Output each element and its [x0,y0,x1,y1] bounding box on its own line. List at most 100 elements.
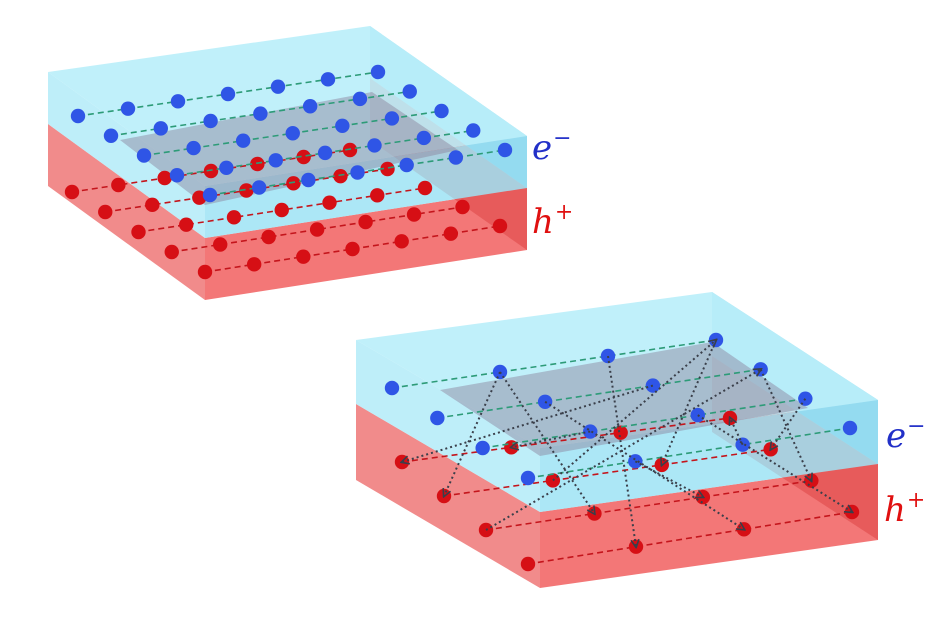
electron-dot-lattice-line [482,397,806,449]
electron-dot [301,172,316,188]
hole-dot [406,207,422,222]
hole-dot [274,202,289,218]
hole-dot [296,249,311,264]
hole-dot-lattice-line [401,417,731,463]
electron-dot [402,84,417,99]
electron-dot [475,440,490,456]
electron-dot [753,362,768,377]
hole-dot [145,197,160,213]
hole-layer-left [48,124,205,300]
hole-dot-lattice-line [443,448,771,497]
hole-dot [520,556,536,572]
hole-dot [203,163,219,179]
electron-dot [120,101,136,116]
hole-dot [111,177,126,193]
hole-dot [226,210,242,225]
electron-layer-top [356,292,878,448]
hole-label-top: h+ [532,200,574,242]
hole-dot [261,229,276,245]
hole-dot [342,142,358,158]
electron-dot [251,180,267,195]
electron-dot [320,72,336,87]
electron-layer-front [540,400,878,512]
hole-dot [613,425,628,440]
hole-dot [64,184,80,200]
scatter-arrow [697,414,852,512]
hole-dot-lattice-line [485,479,812,531]
electron-dot [317,145,333,161]
electron-dot [285,126,300,141]
electron-dot [153,121,168,136]
electron-dot [270,79,286,94]
overlap-region [440,342,808,456]
hole-layer-front [205,188,527,300]
hole-dot [197,264,213,280]
electron-dot [202,187,218,203]
electron-dot [335,118,350,134]
electron-dot [370,64,386,80]
hole-dot [239,183,254,198]
electron-dot [186,140,201,156]
overlap-region [120,92,458,205]
electron-layer-left [48,72,205,238]
electron-dot [235,133,251,148]
hole-dot [345,241,360,257]
electron-dot [367,138,382,153]
hole-dot [309,222,325,237]
electron-dot [842,420,858,436]
electron-dot [430,410,445,426]
electron-dot [253,106,268,121]
electron-dot [520,470,536,486]
hole-dot [157,170,172,186]
hole-dot [164,244,179,260]
electron-dot [268,153,283,168]
hole-dot [333,168,348,184]
electron-dot [434,103,449,119]
electron-label-bottom: e− [886,414,926,456]
electron-dot [690,407,705,423]
ordered-bilayer [48,26,527,300]
hole-dot [131,224,146,240]
hole-dot [380,161,395,177]
electron-dot [70,108,86,124]
electron-dot-lattice-line [437,368,761,419]
electron-dot [136,148,152,163]
electron-dot [384,111,400,126]
hole-dot [296,149,311,165]
hole-dot [179,217,194,232]
electron-dot [219,160,234,175]
hole-layer-front [540,464,878,588]
hole-dot [417,180,433,196]
scatter-arrow [771,398,807,450]
electron-dot [466,123,481,138]
scatter-arrow [402,384,654,462]
electron-dot [170,94,186,109]
electron-dot [350,165,365,180]
hole-dot [322,195,337,210]
hole-dot [250,156,265,172]
hole-dot [455,199,470,215]
hole-dot [286,176,301,191]
electron-dot [220,86,236,102]
hole-dot [358,214,373,230]
electron-layer-top [48,26,527,186]
electron-dot [416,130,432,146]
electron-dot-lattice-line [391,339,717,389]
hole-dot [246,257,262,272]
hole-dot [370,188,385,203]
scattered-bilayer [356,292,878,588]
electron-dot [798,391,813,406]
electron-dot [169,168,185,183]
electron-dot [628,454,643,469]
hole-dot [394,234,409,249]
electron-dot [302,99,318,114]
electron-dot-lattice-line [527,427,851,479]
electron-dot [352,91,368,107]
hole-dot [443,226,459,241]
scatter-arrow [499,371,594,514]
scatter-arrow [511,430,591,448]
hole-dot-lattice-line [527,511,853,565]
hole-dot [98,204,113,220]
electron-dot [384,380,400,396]
